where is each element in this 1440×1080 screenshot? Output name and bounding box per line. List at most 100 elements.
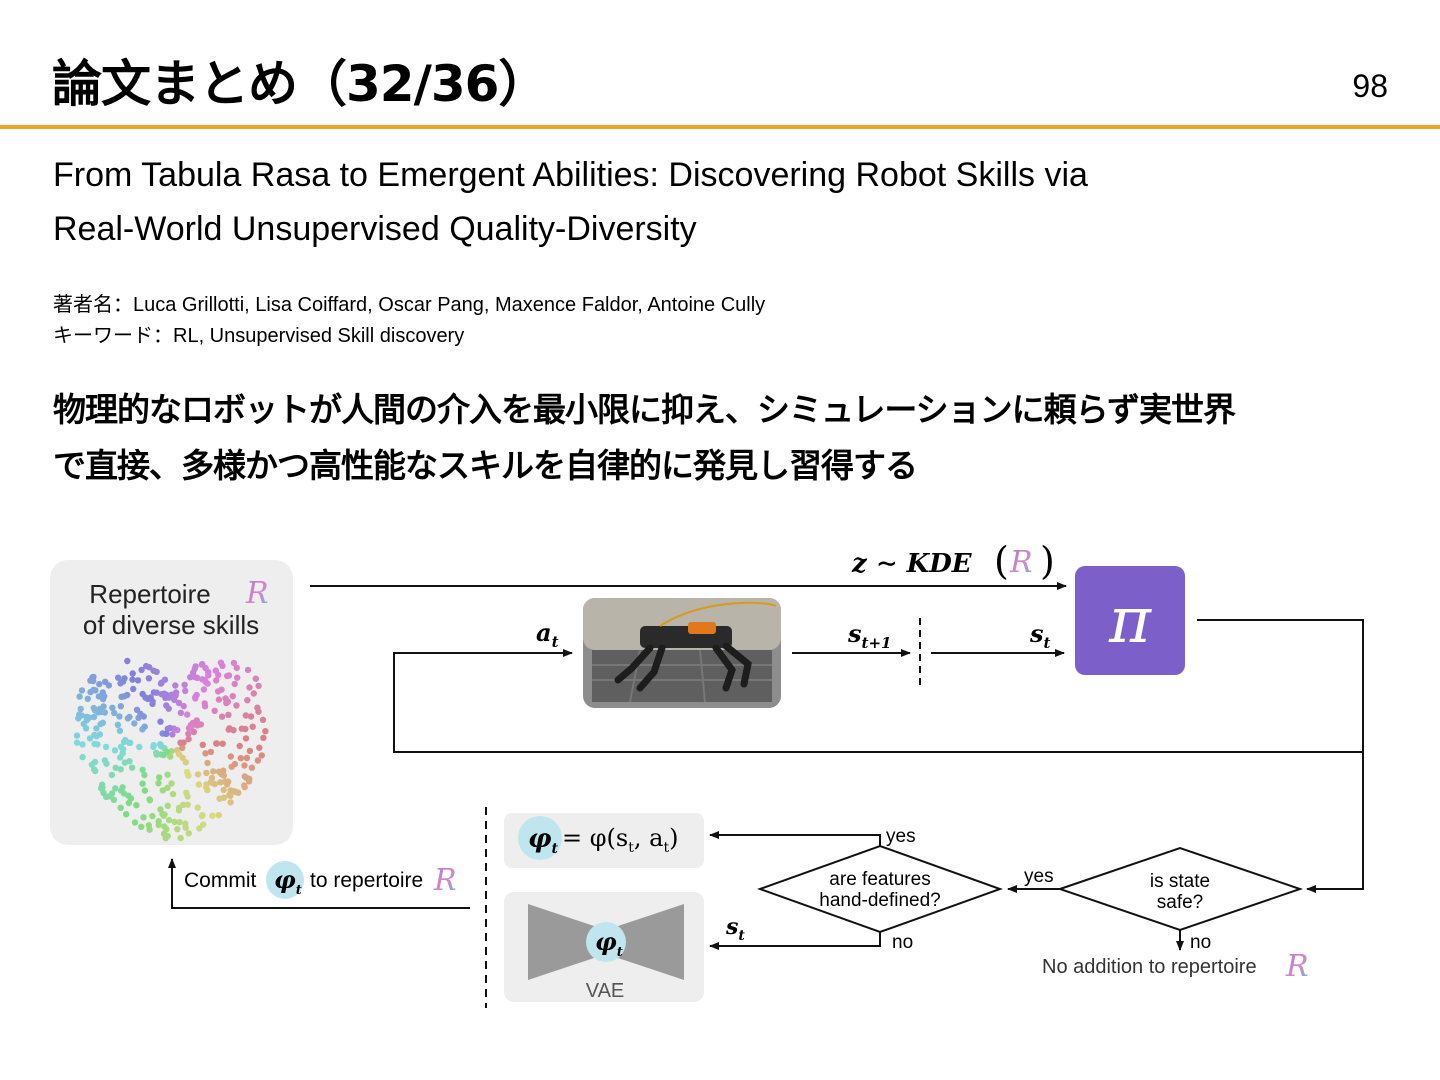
skill-point: [149, 698, 156, 705]
skill-point: [131, 819, 139, 826]
skill-point: [242, 712, 249, 719]
skill-point: [157, 741, 164, 748]
skill-point: [218, 713, 226, 720]
skill-point: [179, 744, 186, 752]
no-addition-r-icon: R: [1285, 949, 1309, 984]
skill-point: [246, 684, 253, 691]
s-t-label: st: [1029, 619, 1051, 652]
skill-point: [225, 778, 232, 785]
vae-phi-symbol: φt: [595, 927, 623, 960]
skill-point: [158, 751, 165, 758]
vae-input-label: st: [725, 914, 745, 944]
skill-point: [250, 690, 257, 697]
skill-point: [120, 790, 128, 797]
skill-point: [215, 811, 222, 819]
skill-point: [109, 704, 116, 711]
skill-point: [230, 659, 238, 667]
skill-point: [101, 693, 108, 700]
pi-symbol: π: [1108, 584, 1152, 658]
skill-point: [175, 699, 183, 707]
authors-line: 著者名：Luca Grillotti, Lisa Coiffard, Oscar…: [53, 289, 765, 320]
skill-point: [196, 825, 203, 832]
safety-question-2: safe?: [1157, 892, 1203, 913]
skill-point: [143, 662, 150, 670]
keywords-line: キーワード：RL, Unsupervised Skill discovery: [53, 320, 464, 351]
skill-point: [220, 772, 228, 779]
skill-point: [153, 668, 160, 675]
skill-point: [92, 687, 99, 694]
skill-point: [182, 824, 189, 831]
features-no-arrow: [709, 932, 881, 950]
skill-point: [139, 780, 146, 787]
skill-point: [86, 735, 94, 742]
skill-point: [183, 768, 191, 776]
skill-point: [172, 689, 180, 696]
skill-point: [220, 767, 227, 774]
skill-point: [227, 792, 234, 799]
skill-point: [175, 751, 183, 758]
skill-point: [238, 725, 245, 732]
skill-point: [87, 688, 94, 696]
loop-line: [393, 619, 1364, 753]
skill-point: [90, 766, 98, 773]
skill-point: [126, 739, 133, 746]
skill-point: [169, 790, 177, 798]
skill-point: [87, 677, 94, 684]
paper-title-line-2: Real-World Unsupervised Quality-Diversit…: [53, 210, 697, 248]
skill-point: [96, 680, 103, 688]
features-decision: [757, 844, 1003, 934]
skill-point: [185, 735, 192, 743]
skill-point: [161, 811, 168, 818]
skill-point: [90, 713, 98, 721]
skill-point: [118, 693, 125, 700]
skill-point: [112, 785, 119, 792]
skill-point: [164, 832, 171, 840]
skill-point: [214, 688, 222, 695]
skill-point: [211, 707, 218, 714]
skill-point: [224, 698, 232, 705]
skill-scatter: [73, 657, 269, 842]
skill-point: [117, 703, 125, 710]
repertoire-title-2: of diverse skills: [83, 610, 259, 640]
skill-point: [138, 823, 145, 830]
skill-point: [258, 752, 265, 759]
skill-point: [244, 697, 251, 704]
paper-title: From Tabula Rasa to Emergent Abilities: …: [53, 148, 1353, 256]
kde-label: z ∼ KDE: [851, 549, 973, 579]
skill-point: [191, 673, 198, 681]
phi-bubble: [518, 816, 562, 860]
skill-point: [164, 802, 171, 809]
skill-point: [236, 742, 243, 750]
skill-point: [110, 796, 118, 803]
skill-point: [168, 780, 175, 787]
skill-point: [220, 786, 227, 794]
no-addition-label: No addition to repertoire: [1042, 956, 1257, 978]
slide-title: 論文まとめ（32/36）: [52, 55, 548, 113]
skill-point: [165, 816, 173, 824]
skill-point: [194, 804, 201, 811]
skill-point: [183, 789, 190, 796]
skill-point: [121, 759, 129, 766]
commit-arrow: [168, 858, 470, 909]
skill-point: [245, 778, 253, 785]
skill-point: [103, 760, 110, 767]
skill-point: [254, 704, 261, 711]
skill-point: [116, 713, 123, 720]
summary: 物理的なロボットが人間の介入を最小限に抑え、シミュレーションに頼らず実世界 で直…: [53, 382, 1393, 494]
skill-point: [134, 677, 142, 684]
skill-point: [193, 717, 200, 724]
skill-point: [73, 739, 81, 746]
skill-point: [106, 793, 113, 800]
skill-point: [168, 748, 175, 755]
skill-point: [78, 687, 86, 694]
title-divider: [0, 125, 1440, 129]
skill-point: [211, 780, 218, 788]
skill-point: [76, 711, 83, 718]
skill-point: [176, 819, 183, 826]
skill-point: [182, 687, 189, 695]
skill-point: [131, 720, 138, 727]
skill-point: [120, 738, 128, 745]
skill-point: [80, 720, 87, 728]
skill-point: [129, 676, 136, 683]
skill-point: [163, 748, 170, 755]
